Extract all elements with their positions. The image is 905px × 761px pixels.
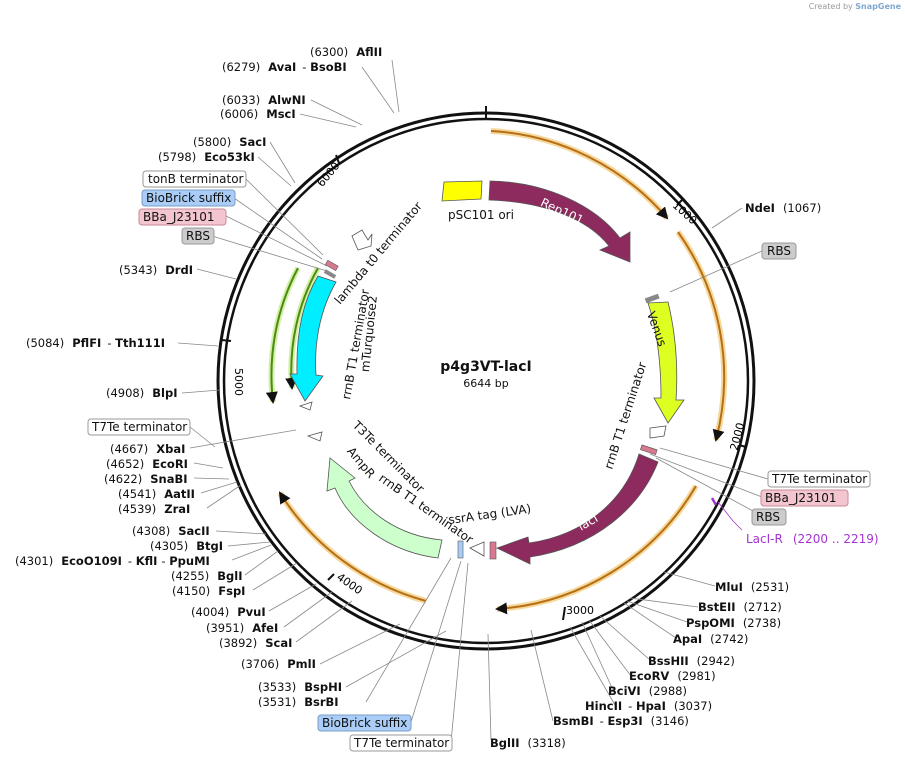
bba-right-box	[760, 489, 849, 507]
site-bstEII[interactable]: BstEII(2712)	[698, 600, 782, 614]
orf-arc-3	[495, 484, 699, 615]
rbs-marker-right	[644, 293, 660, 304]
site-apaI[interactable]: ApaI(2742)	[673, 632, 748, 646]
site-eco53kI[interactable]: (5798)Eco53kI	[158, 150, 255, 164]
rbs-marker-top	[323, 269, 337, 279]
tonB-label[interactable]: tonB terminator	[148, 172, 244, 186]
orf-arc-2	[675, 230, 728, 442]
site-bciVI[interactable]: BciVI(2988)	[608, 684, 687, 698]
site-hincII[interactable]: HincII- HpaI(3037)	[585, 699, 712, 713]
biobrick-top-label[interactable]: BioBrick suffix	[146, 191, 231, 205]
site-mscI[interactable]: (6006)MscI	[220, 107, 296, 121]
biobrick-bottom-box	[317, 714, 412, 732]
pSC101-ori-feature[interactable]	[441, 180, 483, 202]
rbs-right-label[interactable]: RBS	[767, 244, 791, 258]
credit-prefix: Created by	[808, 2, 853, 11]
primer-leader	[717, 501, 743, 531]
tick-label-3000: 3000	[566, 604, 594, 617]
bba-top-box	[138, 208, 227, 226]
rbs-right2-box	[751, 508, 787, 526]
primer-label[interactable]: LacI-R(2200 .. 2219)	[746, 532, 879, 546]
t7te-right-box	[767, 470, 871, 488]
bba-marker-right	[640, 444, 658, 456]
site-bglI[interactable]: (4255)BglI	[171, 569, 242, 583]
biobrick-bottom-label[interactable]: BioBrick suffix	[322, 716, 407, 730]
t7te-right-label[interactable]: T7Te terminator	[771, 472, 867, 486]
site-sacI[interactable]: (5800)SacI	[193, 135, 266, 149]
site-ndeI[interactable]: NdeI(1067)	[745, 201, 821, 215]
site-avaI[interactable]: (6279)AvaI- BsoBI	[222, 60, 347, 74]
orf-arc-1	[490, 128, 670, 220]
site-mluI[interactable]: MluI(2531)	[715, 580, 789, 594]
tick-marks	[221, 154, 747, 621]
site-bssHII[interactable]: BssHII(2942)	[648, 654, 735, 668]
venus-feature[interactable]	[647, 301, 685, 424]
credit-brand: SnapGene	[855, 2, 901, 11]
site-scaI[interactable]: (3892)ScaI	[219, 636, 292, 650]
bba-top-label[interactable]: BBa_J23101	[143, 210, 215, 224]
site-zraI[interactable]: (4539)ZraI	[118, 502, 190, 516]
bba-marker-top	[324, 259, 339, 272]
primer-arrow	[710, 497, 718, 506]
site-bspHI[interactable]: (3533)BspHI	[258, 680, 342, 694]
site-bsrBI[interactable]: (3531)BsrBI	[258, 695, 339, 709]
site-pvuI[interactable]: (4004)PvuI	[191, 605, 266, 619]
tonB-box	[142, 170, 247, 188]
t7te-marker-left-2	[306, 431, 323, 442]
ampR-feature[interactable]	[326, 457, 443, 559]
t7te-bottom-box	[349, 734, 453, 752]
site-blpI[interactable]: (4908)BlpI	[106, 386, 177, 400]
site-ecoO109I[interactable]: (4301)EcoO109I- KflI- PpuMI	[15, 554, 210, 568]
bba-marker-bottom	[489, 541, 497, 560]
t7te-left-box	[87, 418, 191, 436]
pSC101-ori-label: pSC101 ori	[448, 208, 514, 222]
site-ecoRI[interactable]: (4652)EcoRI	[106, 457, 188, 471]
rbs-top-label[interactable]: RBS	[186, 229, 210, 243]
site-xbaI[interactable]: (4667)XbaI	[110, 442, 185, 456]
plasmid-length: 6644 bp	[463, 377, 508, 390]
lambda-t0-feature	[351, 229, 373, 251]
lacI-feature[interactable]	[495, 453, 659, 565]
t7te-left-label[interactable]: T7Te terminator	[91, 420, 187, 434]
rbs-right-box	[761, 242, 797, 260]
rbs-top-box	[181, 227, 215, 245]
site-snaBI[interactable]: (4622)SnaBI	[104, 472, 188, 486]
orf-arc-4	[277, 491, 427, 604]
plasmid-name: p4g3VT-lacI	[440, 359, 531, 375]
leader-lines	[177, 59, 769, 743]
site-pspOMI[interactable]: PspOMI(2738)	[686, 616, 781, 630]
site-aatII[interactable]: (4541)AatII	[118, 487, 195, 501]
site-pflFI[interactable]: (5084)PflFI- Tth111I	[26, 336, 165, 350]
mTurquoise2-feature[interactable]	[289, 275, 337, 402]
biobrick-marker-bottom	[457, 540, 464, 559]
rbs-right2-label[interactable]: RBS	[756, 510, 780, 524]
tick-label-5000: 5000	[232, 368, 245, 396]
t7te-marker-left-1	[298, 401, 313, 411]
site-ecoRV[interactable]: EcoRV(2981)	[629, 669, 716, 683]
site-sacII[interactable]: (4308)SacII	[132, 524, 210, 538]
rep101-feature[interactable]	[488, 180, 631, 263]
site-bglII[interactable]: BglII(3318)	[490, 736, 566, 750]
site-pmlI[interactable]: (3706)PmlI	[241, 657, 316, 671]
site-drdI[interactable]: (5343)DrdI	[119, 263, 193, 277]
site-bsmBI[interactable]: BsmBI- Esp3I(3146)	[553, 714, 689, 728]
bba-right-label[interactable]: BBa_J23101	[765, 491, 837, 505]
snapgene-credit: Created by SnapGene	[809, 2, 901, 11]
t7te-marker-bottom	[469, 541, 485, 557]
orf-arc-green-1	[265, 266, 301, 404]
t7te-marker-right	[649, 425, 667, 439]
t7te-bottom-label[interactable]: T7Te terminator	[353, 736, 449, 750]
site-fspI[interactable]: (4150)FspI	[172, 584, 245, 598]
site-afeI[interactable]: (3951)AfeI	[206, 621, 278, 635]
site-aflII[interactable]: (6300)AflII	[310, 45, 382, 59]
biobrick-top-box	[141, 189, 236, 207]
site-btgI[interactable]: (4305)BtgI	[150, 539, 223, 553]
site-alwNI[interactable]: (6033)AlwNI	[222, 93, 306, 107]
